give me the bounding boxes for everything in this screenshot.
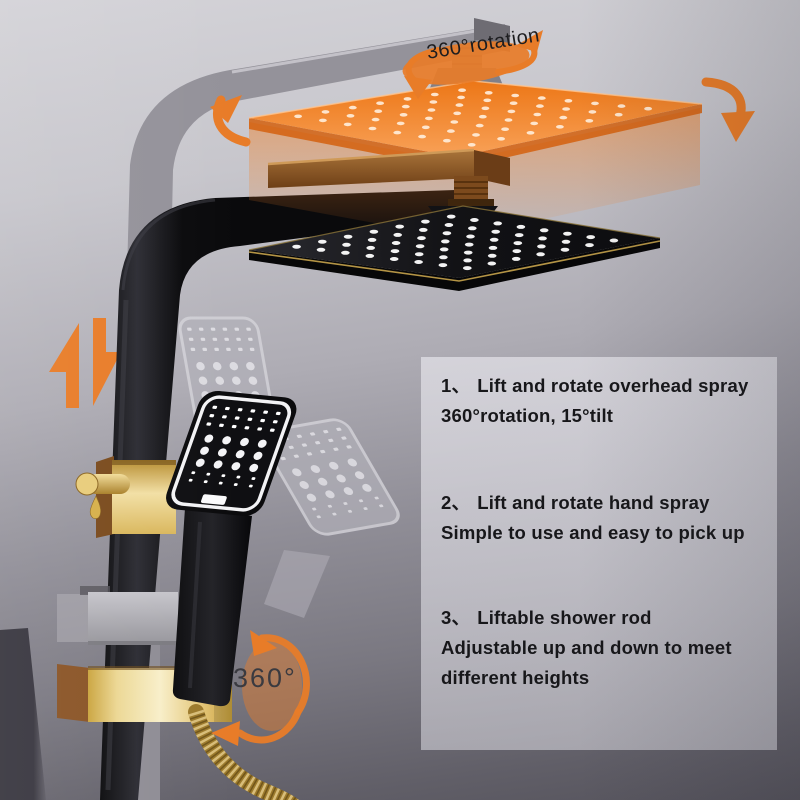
corner-shadow	[0, 628, 46, 800]
shower-hose	[188, 704, 300, 800]
curved-down-arrow-icon	[701, 77, 755, 142]
feature-title: 3、Liftable shower rod	[441, 607, 652, 628]
overhead-shower-head	[248, 205, 661, 291]
ghost-hand-spray-right	[260, 418, 400, 618]
feature-number: 2、	[441, 492, 471, 513]
ghost-holder-bracket	[57, 586, 178, 645]
feature-number: 3、	[441, 607, 471, 628]
feature-panel: 1、Lift and rotate overhead spray 360°rot…	[421, 357, 777, 750]
diverter-knob	[75, 472, 130, 519]
feature-item-3: 3、Liftable shower rod Adjustable up and …	[441, 603, 775, 693]
feature-title: 1、Lift and rotate overhead spray	[441, 375, 749, 396]
overhead-nozzles	[292, 214, 619, 271]
feature-title: 2、Lift and rotate hand spray	[441, 492, 710, 513]
rotation-ellipse-arrows-icon	[402, 30, 543, 99]
up-down-arrows-icon	[49, 318, 121, 408]
slider-bracket-gold	[96, 456, 176, 538]
feature-item-2: 2、Lift and rotate hand spray Simple to u…	[441, 488, 775, 548]
orange-head-nozzles	[294, 88, 652, 147]
handle-highlight	[188, 521, 202, 689]
rotation-arrowhead	[211, 721, 240, 746]
feature-desc: 360°rotation, 15°tilt	[441, 405, 614, 426]
holder-rotation-label: 360°	[233, 663, 297, 693]
feature-desc: different heights	[441, 667, 590, 688]
feature-number: 1、	[441, 375, 471, 396]
feature-desc: Simple to use and easy to pick up	[441, 522, 745, 543]
feature-item-1: 1、Lift and rotate overhead spray 360°rot…	[441, 371, 775, 431]
hand-spray-head	[166, 390, 297, 516]
curved-up-arrow-icon	[210, 95, 251, 147]
feature-desc: Adjustable up and down to meet	[441, 637, 732, 658]
spray-mode-button	[200, 494, 227, 505]
rotation-circle-arrow-icon	[236, 630, 310, 744]
